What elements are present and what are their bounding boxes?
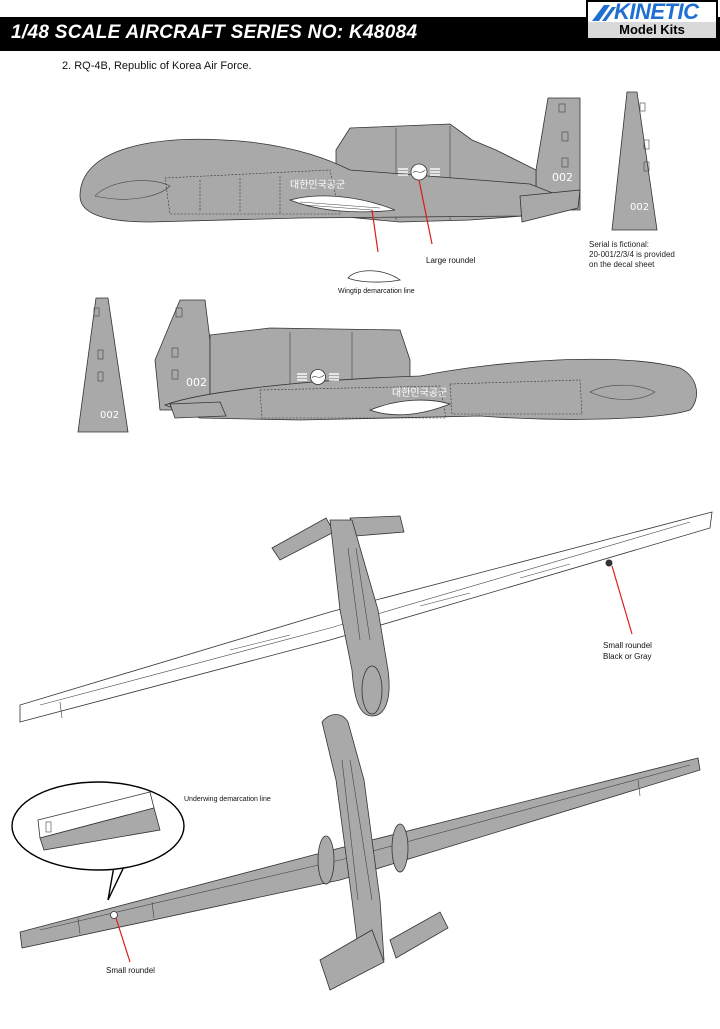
serial-marking-tail-detail: 002 [630, 202, 649, 213]
serial-marking-right: 002 [186, 376, 207, 389]
serial-marking: 002 [552, 171, 573, 184]
wingtip-profile [347, 270, 401, 283]
korean-marking: 대한민국공군 [290, 179, 345, 191]
serial-marking-tail-detail-bottom: 002 [100, 410, 119, 421]
side-view-left-profile [79, 97, 581, 223]
large-roundel-label: Large roundel [426, 256, 476, 265]
serial-note: Serial is fictional: 20-001/2/3/4 is pro… [589, 240, 675, 269]
top-view-planform [19, 511, 713, 723]
small-roundel-top-label: Small roundel Black or Gray [603, 641, 652, 661]
side-view-right-profile [154, 299, 697, 421]
scheme-subtitle: 2. RQ-4B, Republic of Korea Air Force. [62, 60, 252, 72]
logo-brand: KINETIC [614, 0, 699, 24]
page-title: 1/48 SCALE AIRCRAFT SERIES NO: K48084 [11, 22, 418, 43]
wingtip-line-label: Wingtip demarcation line [338, 288, 415, 295]
tail-fin-detail-top [611, 91, 658, 231]
underwing-line-label: Underwing demarcation line [184, 796, 271, 803]
detail-magnifier-bubble [11, 781, 185, 901]
korean-marking-right: 대한민국공군 [392, 387, 447, 399]
small-roundel-bottom-label: Small roundel [106, 966, 155, 975]
bottom-view-planform [19, 714, 701, 991]
tail-fin-detail-bottom [77, 297, 129, 433]
logo-subtitle: Model Kits [588, 22, 716, 38]
logo-mark-icon [592, 5, 616, 21]
kinetic-logo: KINETIC Model Kits [586, 0, 718, 40]
